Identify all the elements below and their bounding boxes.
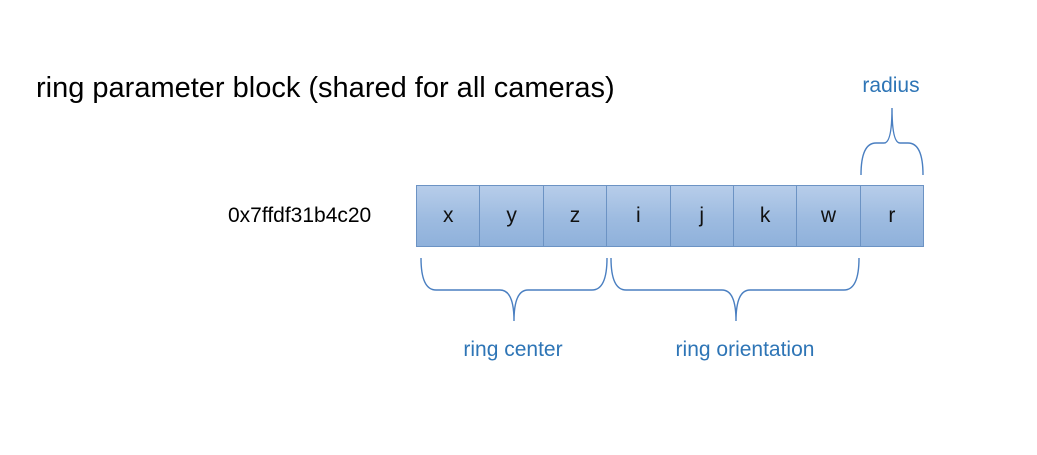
field-x: x	[416, 185, 481, 247]
radius-brace	[860, 107, 924, 176]
parameter-block: x y z i j k w r	[416, 185, 924, 247]
radius-label: radius	[862, 74, 920, 97]
ring-orientation-label: ring orientation	[675, 338, 815, 361]
field-i: i	[607, 185, 671, 247]
field-j: j	[670, 185, 734, 247]
field-y: y	[480, 185, 544, 247]
field-z: z	[543, 185, 608, 247]
field-k: k	[733, 185, 798, 247]
ring-center-label: ring center	[463, 338, 563, 361]
field-w: w	[797, 185, 861, 247]
field-r: r	[860, 185, 924, 247]
diagram-title: ring parameter block (shared for all cam…	[36, 72, 615, 104]
memory-address: 0x7ffdf31b4c20	[228, 204, 372, 227]
ring-center-brace	[420, 257, 608, 322]
ring-orientation-brace	[610, 257, 860, 322]
